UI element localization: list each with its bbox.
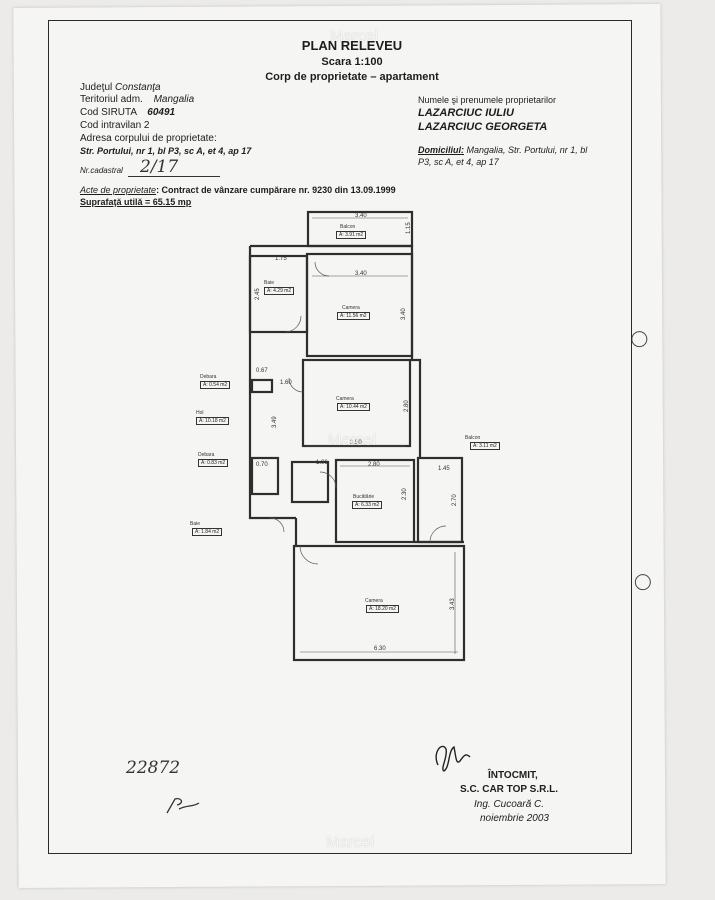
firma-name: S.C. CAR TOP S.R.L. [460, 784, 558, 795]
door-arcs [269, 261, 447, 565]
dim-230: 2.30 [402, 488, 408, 500]
area-camera1: A: 11.56 m2 [337, 312, 370, 320]
judet-value: Constanţa [115, 82, 161, 93]
page-title: PLAN RELEVEU [301, 38, 403, 53]
area-camera3: A: 18.20 m2 [366, 605, 399, 613]
document-date: noiembrie 2003 [480, 813, 549, 824]
teritoriu-label: Teritoriul adm. [80, 94, 143, 105]
domiciliu-label: Domiciliul: [418, 145, 465, 155]
teritoriu-value: Mangalia [153, 94, 195, 105]
owner-2: LAZARCIUC GEORGETA [418, 121, 548, 133]
cadastru-underline [128, 176, 220, 177]
room-baie-top: Baie [264, 280, 275, 286]
wall-outline-left [248, 246, 296, 520]
watermark-top: Marcel [330, 28, 379, 45]
dim-280b: 2.80 [368, 462, 380, 468]
dim-270: 2.70 [452, 494, 458, 506]
room-camera3: Camera [365, 598, 383, 604]
document-frame [48, 20, 632, 854]
acte-line: Acte de proprietate: Contract de vânzare… [80, 185, 396, 195]
cadastru-value: 2/17 [140, 157, 179, 177]
acte-value: : Contract de vânzare cumpărare nr. 9230… [156, 185, 396, 195]
room-balcon-top: Balcon [340, 224, 356, 230]
dim-340b: 3.40 [355, 271, 367, 277]
judet-line: Judeţul Constanţa [80, 82, 161, 93]
dim-145: 1.45 [438, 466, 450, 472]
area-balcon-top: A: 3.91 m2 [336, 231, 367, 239]
area-balcon-right: A: 3.11 m2 [470, 442, 500, 450]
owner-1: LAZARCIUC IULIU [418, 107, 514, 119]
room-camera2: Camera [336, 396, 354, 402]
dim-175: 1.75 [275, 256, 287, 262]
dimension-lines [300, 217, 458, 654]
room-debara-2: Debara [198, 452, 215, 458]
room-balcon-right: Balcon [465, 435, 481, 441]
owners-label: Numele şi prenumele proprietarilor [418, 95, 557, 105]
adresa-value: Str. Portului, nr 1, bl P3, sc A, et 4, … [80, 146, 252, 156]
dim-160: 1.60 [280, 380, 292, 386]
suprafata-line: Suprafaţă utilă = 65.15 mp [80, 197, 192, 207]
wall-bucatarie [334, 458, 416, 544]
dim-343: 3.43 [450, 598, 456, 610]
siruta-value: 60491 [147, 107, 176, 118]
dim-280a: 2.80 [404, 400, 410, 412]
wall-camera3 [292, 544, 466, 662]
domiciliu-value-2: P3, sc A, et 4, ap 17 [418, 157, 499, 167]
dim-070: 0.70 [256, 462, 268, 468]
judet-label: Judeţul [80, 82, 113, 93]
watermark-bottom: Marcel [326, 834, 375, 851]
siruta-label: Cod SIRUTA [80, 107, 137, 118]
dim-067: 0.67 [256, 368, 268, 374]
room-baie-small: Baie [190, 521, 201, 527]
wall-outline-upper [250, 244, 422, 458]
area-debara: A: 0.54 m2 [200, 381, 231, 389]
area-hol: A: 10.18 m2 [196, 417, 229, 425]
room-bucatarie: Bucătărie [353, 494, 375, 500]
area-baie-top: A: 4.29 m2 [264, 287, 295, 295]
signature-image [435, 745, 471, 772]
acte-label: Acte de proprietate [80, 185, 157, 195]
dim-115: 1.15 [406, 222, 412, 234]
dim-340a: 3.40 [355, 213, 367, 219]
inginer-name: Ing. Cucoară C. [474, 799, 545, 810]
area-debara-2: A: 0.83 m2 [198, 459, 229, 467]
scale-label: Scara 1:100 [321, 56, 383, 68]
handwritten-number: 22872 [126, 758, 181, 778]
area-bucatarie: A: 6.33 m2 [352, 501, 383, 509]
wall-debara2 [250, 456, 280, 496]
dim-245: 2.45 [255, 288, 261, 300]
dim-350: 3.50 [350, 440, 362, 446]
dim-340c: 3.40 [401, 308, 407, 320]
area-camera2: A: 10.44 m2 [337, 403, 370, 411]
wall-camera1 [305, 252, 414, 358]
wall-baie-small [290, 460, 330, 504]
wall-debara [250, 378, 274, 394]
room-debara: Debara [200, 374, 217, 380]
domiciliu-line: Domiciliul: Mangalia, Str. Portului, nr … [418, 145, 587, 155]
cadastru-label: Nr.cadastral [80, 166, 123, 175]
teritoriu-line: Teritoriul adm. Mangalia [80, 94, 194, 105]
adresa-label: Adresa corpului de proprietate: [80, 133, 217, 144]
area-baie-small: A: 1.84 m2 [192, 528, 223, 536]
subtitle: Corp de proprietate – apartament [265, 71, 439, 83]
initials-mark [166, 797, 200, 814]
siruta-line: Cod SIRUTA 60491 [80, 107, 175, 118]
intocmit-label: ÎNTOCMIT, [488, 770, 538, 781]
dim-106: 1.06 [316, 460, 328, 466]
dim-349: 3.49 [272, 416, 278, 428]
watermark-center: Marcel [328, 432, 377, 449]
room-hol: Hol [196, 410, 204, 416]
dim-630: 6.30 [374, 646, 386, 652]
domiciliu-value: Mangalia, Str. Portului, nr 1, bl [466, 145, 588, 155]
room-camera1: Camera [342, 305, 360, 311]
intravilan-line: Cod intravilan 2 [80, 120, 150, 131]
